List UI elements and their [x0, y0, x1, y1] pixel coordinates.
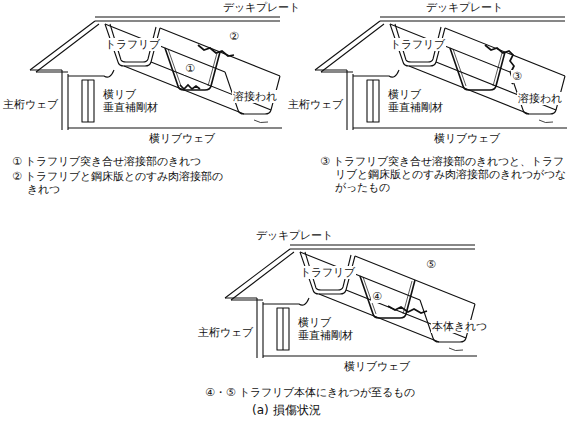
callout-number: ② — [228, 30, 240, 43]
part-name: 横リブウェブ — [343, 360, 411, 373]
crack-label: 本体きれつ — [431, 320, 488, 333]
part-name: 横リブウェブ — [148, 132, 216, 145]
part-name: デッキプレート — [255, 229, 334, 242]
part-name: 横リブ 垂直補剛材 — [297, 316, 361, 342]
part-name: トラフリブ — [104, 38, 161, 51]
callout-number: ③ — [511, 70, 523, 83]
damage-note: ④・⑤ トラフリブ本体にきれつが至るもの — [205, 386, 491, 399]
callout-number: ① — [184, 62, 196, 75]
callout-number: ⑤ — [425, 258, 437, 271]
part-name: 主桁ウェブ — [2, 98, 59, 111]
crack-label: 溶接われ — [232, 90, 278, 103]
part-name: 主桁ウェブ — [287, 98, 344, 111]
part-name: 主桁ウェブ — [197, 326, 254, 339]
crack-label: 溶接われ — [517, 92, 563, 105]
damage-note: ② トラフリブと鋼床版とのすみ肉溶接部のきれつ — [12, 170, 233, 196]
part-name: 横リブ 垂直補剛材 — [387, 88, 451, 114]
figure-caption: (a) 損傷状況 — [251, 404, 322, 417]
damage-note: ③ トラフリブ突き合せ溶接部のきれつと、トラフリブと鋼床版とのすみ肉溶接部のきれ… — [320, 155, 568, 194]
part-name: 横リブ 垂直補剛材 — [102, 88, 166, 114]
callout-number: ④ — [371, 290, 383, 303]
damage-note: ① トラフリブ突き合せ溶接部のきれつ — [12, 155, 248, 168]
part-name: デッキプレート — [222, 1, 301, 14]
part-name: 横リブウェブ — [433, 132, 501, 145]
part-name: デッキプレート — [425, 1, 504, 14]
part-name: トラフリブ — [389, 38, 446, 51]
part-name: トラフリブ — [299, 266, 356, 279]
